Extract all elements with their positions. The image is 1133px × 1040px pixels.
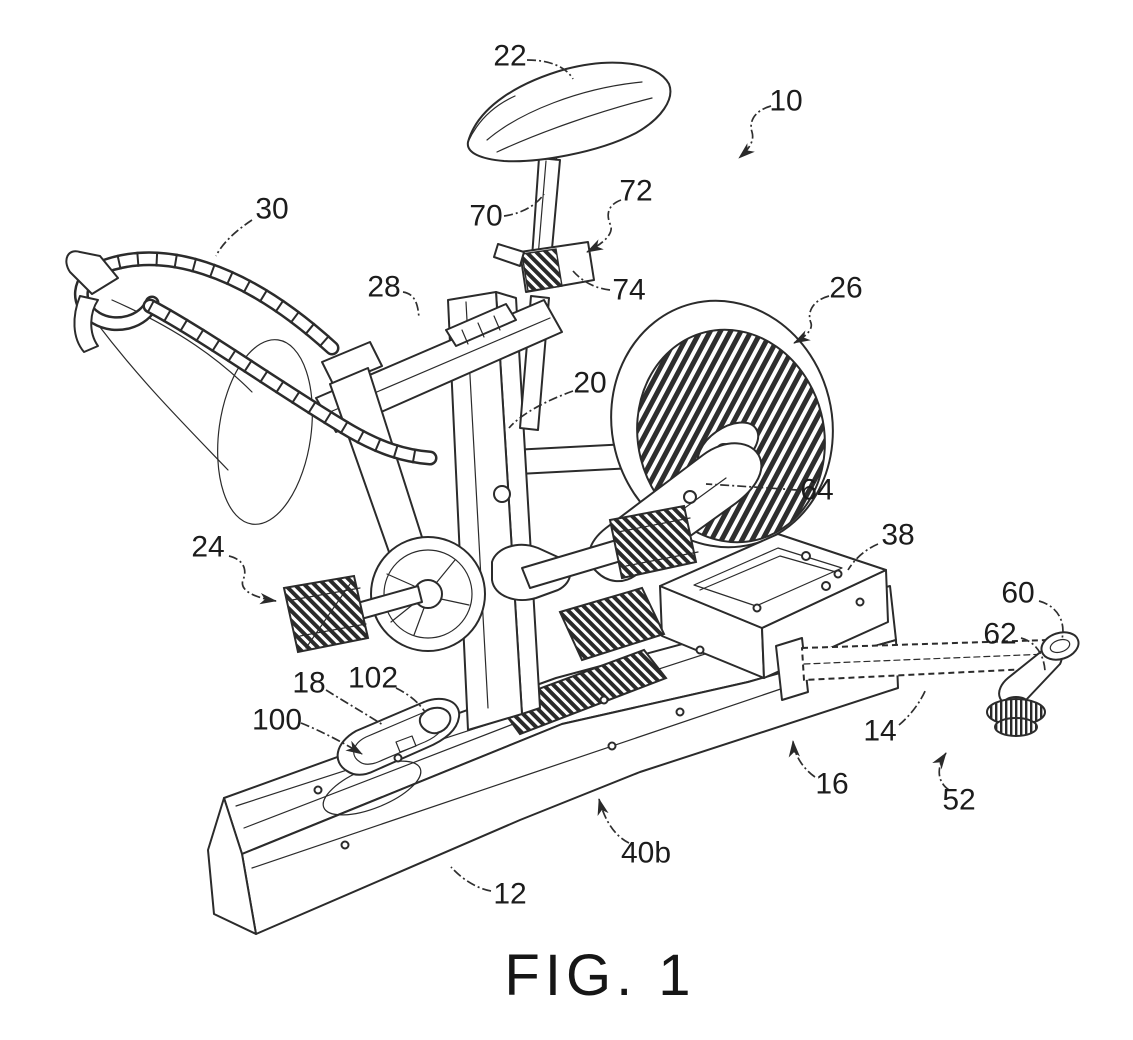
stabilizer-arm [775, 631, 1080, 737]
leader-line-22 [526, 59, 574, 80]
leader-line-102 [395, 687, 426, 713]
ref-label-72: 72 [619, 175, 652, 208]
ref-label-20: 20 [573, 367, 606, 400]
leader-line-64 [705, 483, 798, 491]
leader-line-62 [1020, 637, 1046, 672]
ref-label-38: 38 [881, 519, 914, 552]
leader-line-24 [228, 555, 277, 605]
ref-label-24: 24 [191, 531, 224, 564]
leader-line-100 [300, 722, 363, 755]
ref-label-52: 52 [942, 784, 975, 817]
leader-line-14 [898, 688, 927, 726]
crank-assembly [282, 504, 699, 662]
handlebar-assembly [65, 250, 438, 573]
reference-labels: 22 10 30 70 72 28 74 26 20 64 38 24 60 62 18 102 100 14 16… [191, 40, 1034, 911]
ref-label-100: 100 [252, 704, 302, 737]
front-slider-pod [322, 697, 461, 816]
ref-label-60: 60 [1001, 577, 1034, 610]
ref-label-18: 18 [292, 667, 325, 700]
leader-lines [215, 59, 1064, 892]
ref-label-62: 62 [983, 618, 1016, 651]
ref-label-12: 12 [493, 878, 526, 911]
leader-line-28 [402, 291, 420, 319]
seat-assembly [466, 61, 672, 431]
ref-label-70: 70 [469, 200, 502, 233]
leader-line-38 [847, 543, 879, 571]
leader-line-26 [793, 295, 830, 344]
leader-line-20 [508, 390, 574, 429]
ref-label-28: 28 [367, 271, 400, 304]
leader-line-18 [325, 689, 384, 726]
ref-label-64: 64 [800, 474, 833, 507]
figure-caption: FIG. 1 [504, 943, 695, 1008]
leader-line-16 [788, 740, 816, 778]
ref-label-40b: 40b [621, 837, 671, 870]
ref-label-26: 26 [829, 272, 862, 305]
ref-label-30: 30 [255, 193, 288, 226]
ref-label-22: 22 [493, 40, 526, 73]
leader-line-10 [738, 105, 772, 159]
leader-line-40b [597, 798, 630, 844]
base-screws [313, 569, 865, 850]
ref-label-16: 16 [815, 768, 848, 801]
leader-line-72 [586, 199, 622, 253]
leader-line-30 [215, 219, 253, 257]
leader-line-70 [503, 193, 545, 217]
ref-label-74: 74 [612, 274, 645, 307]
leader-line-12 [450, 866, 492, 892]
leader-line-52 [932, 752, 950, 791]
leader-line-74 [572, 270, 611, 291]
ref-label-10: 10 [769, 85, 802, 118]
ref-label-14: 14 [863, 715, 896, 748]
ref-label-102: 102 [348, 662, 398, 695]
vent-strip [496, 648, 668, 736]
leader-line-60 [1038, 600, 1064, 640]
